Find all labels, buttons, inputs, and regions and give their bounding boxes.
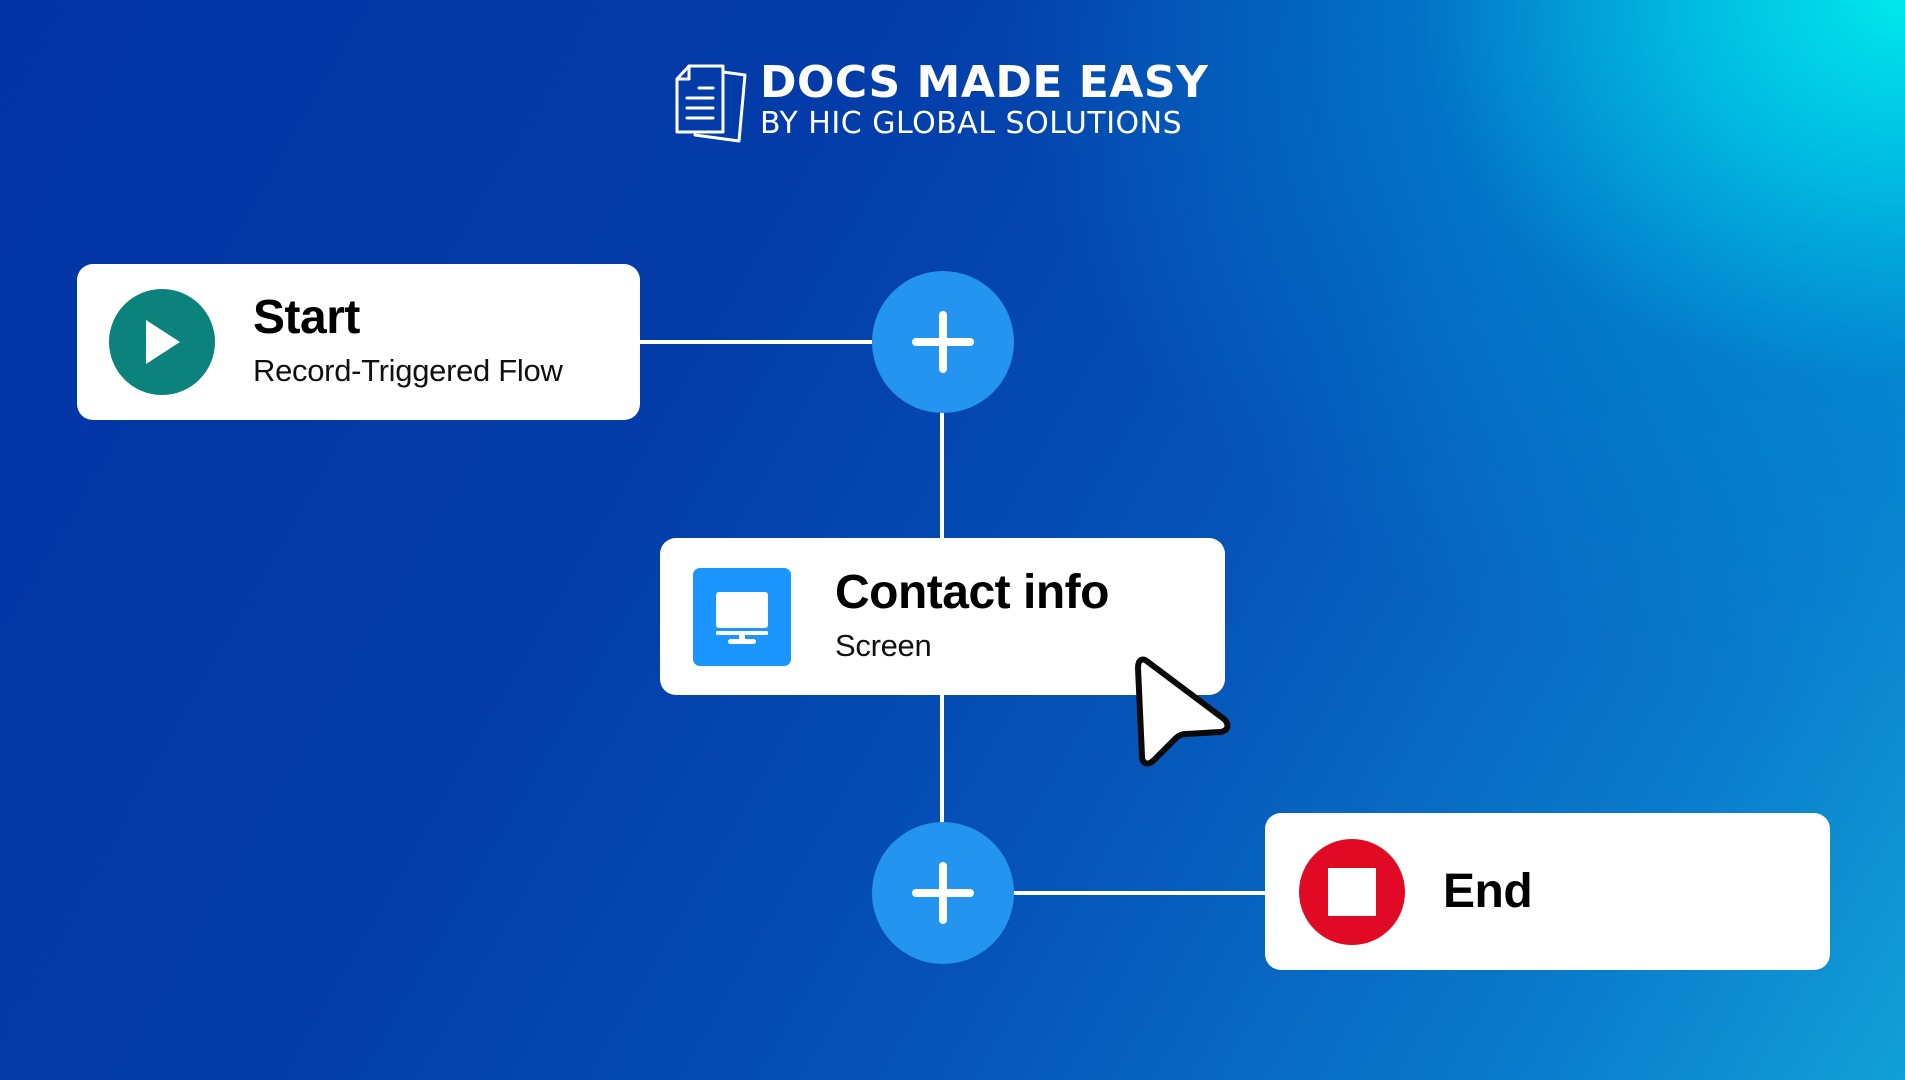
flow-node-contact-info[interactable]: Contact info Screen xyxy=(660,538,1225,695)
connector-contact-to-add xyxy=(940,694,944,824)
node-title: Start xyxy=(253,291,360,344)
play-icon xyxy=(146,320,180,364)
node-title: End xyxy=(1443,864,1533,918)
connector-start-to-add xyxy=(640,340,872,344)
start-icon-badge xyxy=(109,289,215,395)
brand-logo: DOCS MADE EASY BY HIC GLOBAL SOLUTIONS xyxy=(673,58,1208,144)
node-title: Contact info xyxy=(835,565,1109,619)
monitor-icon xyxy=(716,591,768,644)
plus-icon xyxy=(912,862,974,924)
node-subtitle: Record-Triggered Flow xyxy=(253,353,563,388)
add-element-button[interactable] xyxy=(872,822,1014,964)
screen-icon-badge xyxy=(693,567,791,666)
stop-icon xyxy=(1328,867,1376,916)
mouse-pointer-icon xyxy=(1135,656,1231,767)
brand-text: DOCS MADE EASY BY HIC GLOBAL SOLUTIONS xyxy=(760,61,1208,141)
brand-subtitle: BY HIC GLOBAL SOLUTIONS xyxy=(760,106,1183,141)
flow-node-end[interactable]: End xyxy=(1265,813,1830,970)
add-element-button[interactable] xyxy=(872,271,1014,413)
connector-add-to-end xyxy=(1012,891,1266,895)
documents-icon xyxy=(675,64,747,143)
connector-add-to-contact xyxy=(940,412,944,540)
brand-title: DOCS MADE EASY xyxy=(760,57,1209,108)
plus-icon xyxy=(912,311,974,373)
end-icon-badge xyxy=(1299,838,1405,945)
node-subtitle: Screen xyxy=(835,627,932,663)
flow-node-start[interactable]: Start Record-Triggered Flow xyxy=(77,264,640,420)
